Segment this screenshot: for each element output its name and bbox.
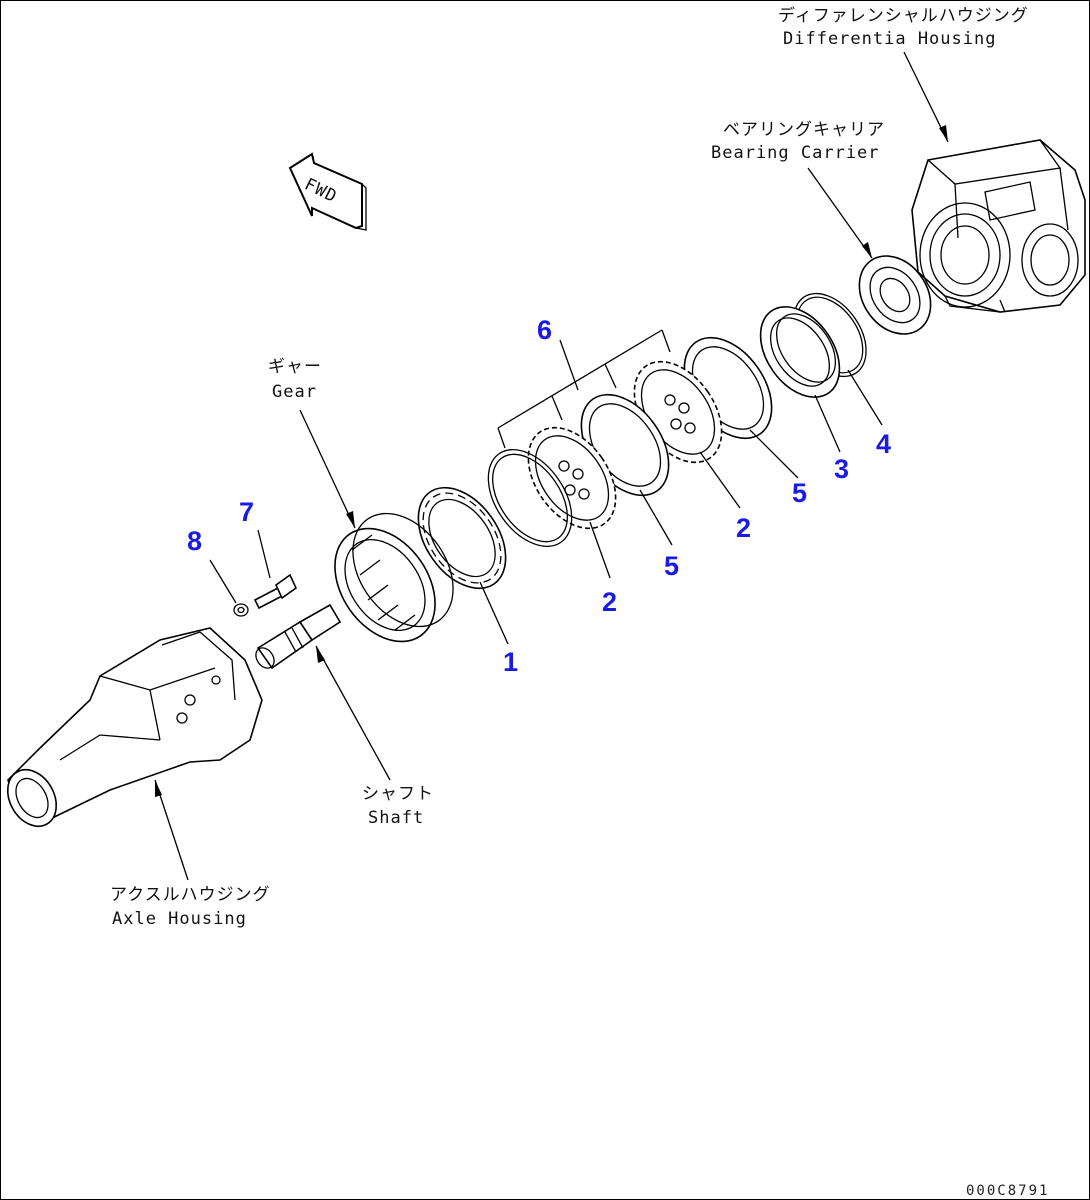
part-number-4: 4 bbox=[876, 429, 891, 459]
shaft-leader bbox=[315, 645, 391, 781]
bearing-carrier-label-en: Bearing Carrier bbox=[711, 143, 880, 163]
differential-housing-label-en: Differentia Housing bbox=[783, 29, 996, 49]
differential-housing-shape bbox=[911, 139, 1086, 313]
part-5-right-leader bbox=[749, 429, 799, 479]
part-1-bearing bbox=[417, 486, 507, 590]
part-number-7: 7 bbox=[239, 497, 254, 527]
part-7-bolt bbox=[253, 573, 298, 610]
fwd-arrow: FWD bbox=[288, 152, 367, 231]
part-7-leader bbox=[257, 529, 271, 579]
part-number-2-right: 2 bbox=[736, 513, 751, 543]
fwd-label: FWD bbox=[301, 175, 340, 208]
shaft-shape bbox=[255, 603, 342, 670]
part-8-leader bbox=[209, 559, 237, 604]
drawing-code: 000C8791 bbox=[966, 1183, 1049, 1199]
part-number-3: 3 bbox=[834, 454, 849, 484]
part-number-2-left: 2 bbox=[602, 587, 617, 617]
part-number-8: 8 bbox=[187, 526, 202, 556]
part-number-6: 6 bbox=[537, 315, 552, 345]
part-8-washer bbox=[233, 603, 249, 617]
gear-ring-shape bbox=[334, 512, 454, 643]
part-number-1: 1 bbox=[503, 647, 518, 677]
part-number-5-right: 5 bbox=[792, 478, 807, 508]
part-1-leader bbox=[479, 581, 509, 645]
part-2-left-leader bbox=[589, 521, 611, 579]
axle-housing-label-en: Axle Housing bbox=[112, 909, 247, 929]
part-number-5-middle: 5 bbox=[664, 551, 679, 581]
axle-housing-label-jp: アクスルハウジング bbox=[110, 885, 271, 905]
gear-label-en: Gear bbox=[272, 382, 317, 402]
part-3-leader bbox=[814, 394, 841, 453]
part-5-middle-leader bbox=[639, 489, 673, 546]
part-2-disc-left bbox=[527, 426, 617, 530]
gear-label-jp: ギャー bbox=[268, 357, 322, 377]
part-4-leader bbox=[847, 369, 883, 426]
differential-housing-label-jp: ディファレンシャルハウジング bbox=[778, 5, 1029, 26]
bearing-carrier-label-jp: ベアリングキャリア bbox=[723, 120, 885, 140]
gear-leader bbox=[299, 409, 356, 529]
part-3-piston bbox=[759, 306, 841, 398]
axle-housing-shape bbox=[6, 627, 263, 828]
shaft-label-jp: シャフト bbox=[362, 784, 434, 804]
part-6-plate-left bbox=[487, 449, 573, 547]
bearing-carrier-leader bbox=[807, 167, 873, 259]
differential-housing-leader bbox=[903, 51, 949, 143]
axle-housing-leader bbox=[154, 779, 189, 881]
shaft-label-en: Shaft bbox=[368, 808, 424, 828]
part-2-right-leader bbox=[699, 451, 741, 509]
bearing-carrier-shape bbox=[858, 255, 932, 335]
part-6-bracket bbox=[497, 329, 671, 449]
